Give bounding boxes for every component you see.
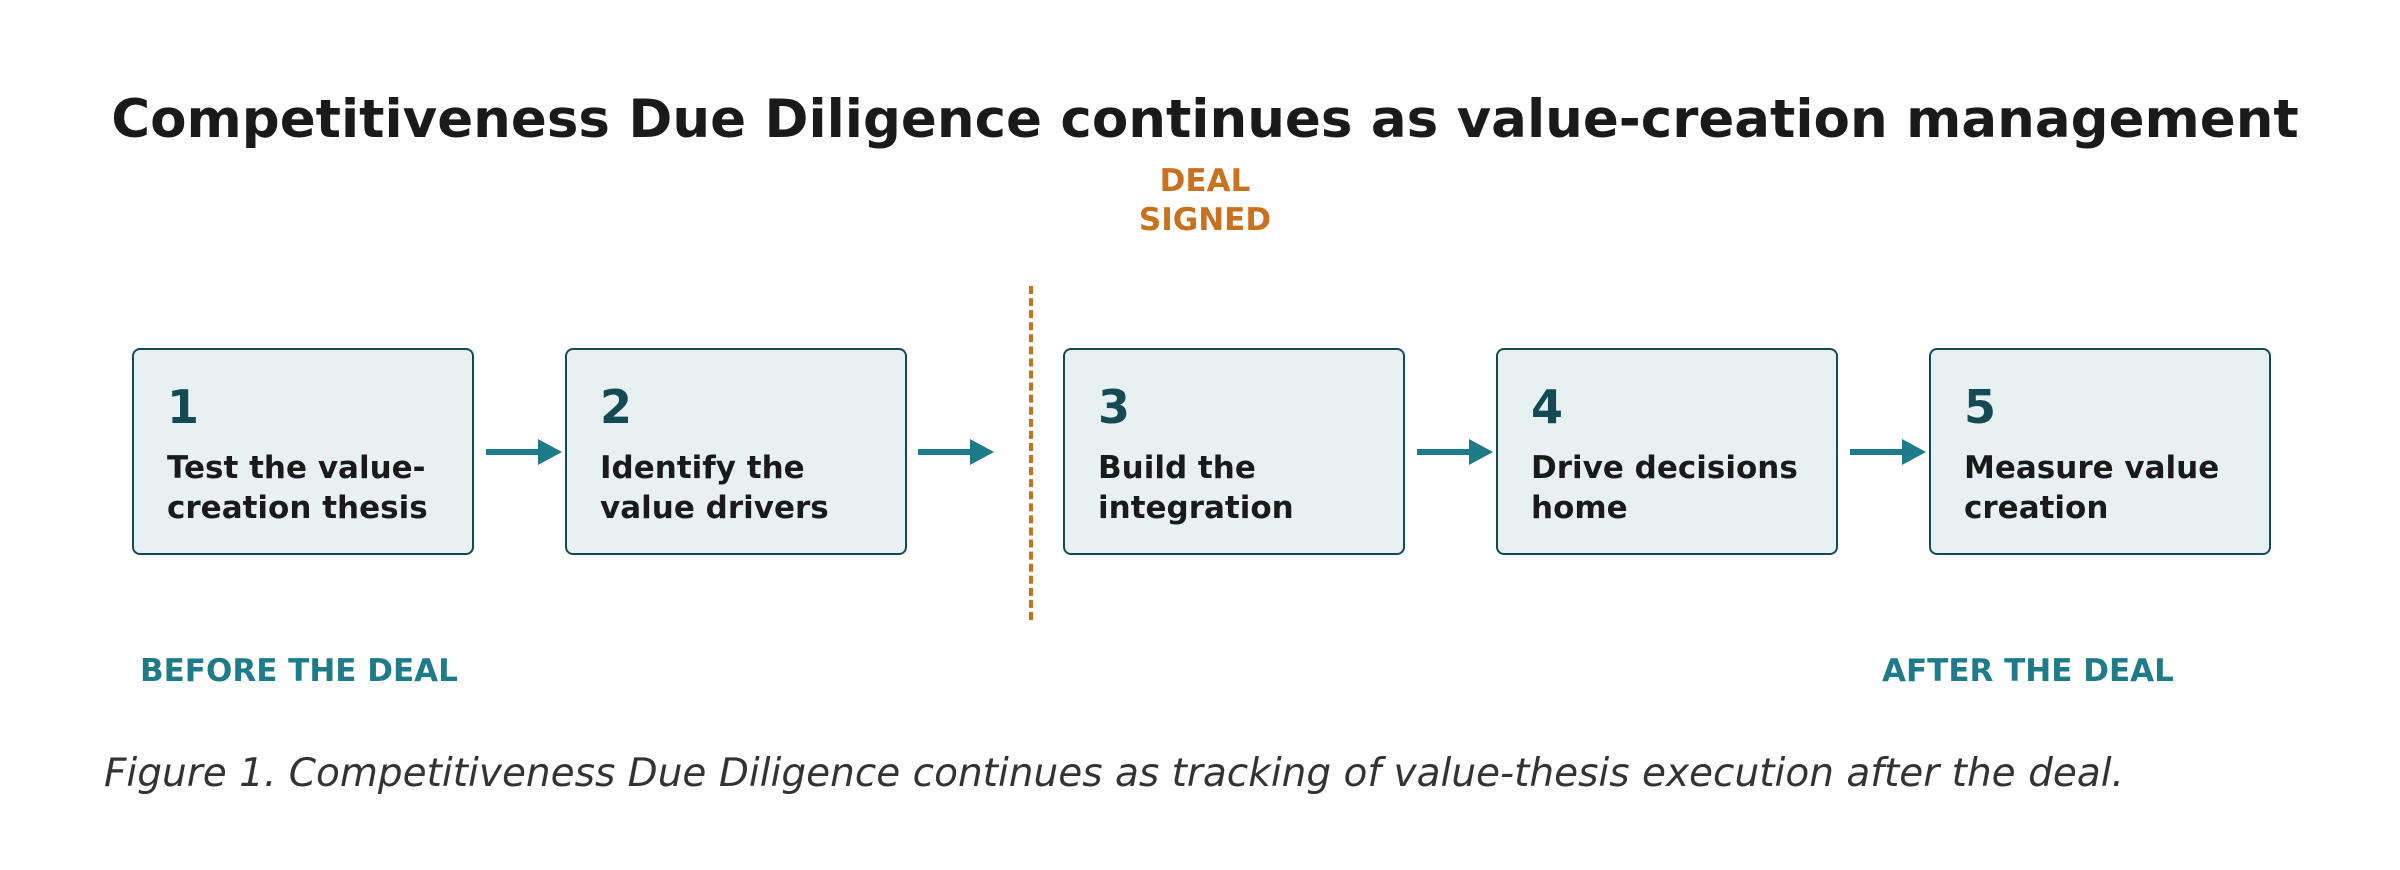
step-number: 1 xyxy=(167,380,200,434)
deal-divider-line xyxy=(1029,286,1033,620)
arrow-right-icon xyxy=(1850,439,1926,465)
step-label: Identify the value drivers xyxy=(600,450,829,526)
step-number: 5 xyxy=(1964,380,1997,434)
step-box-2: 2 Identify the value drivers xyxy=(565,348,907,555)
step-number: 2 xyxy=(600,380,633,434)
arrow-right-icon xyxy=(918,439,994,465)
step-number: 4 xyxy=(1531,380,1564,434)
step-label: Build the integration xyxy=(1098,450,1294,526)
step-label: Test the value- creation thesis xyxy=(167,450,428,526)
page-title: Competitiveness Due Diligence continues … xyxy=(111,89,2299,150)
figure-caption: Figure 1. Competitiveness Due Diligence … xyxy=(104,751,2124,796)
arrow-right-icon xyxy=(486,439,562,465)
step-box-1: 1 Test the value- creation thesis xyxy=(132,348,474,555)
arrow-right-icon xyxy=(1417,439,1493,465)
after-deal-label: AFTER THE DEAL xyxy=(1882,653,2174,689)
step-label: Measure value creation xyxy=(1964,450,2220,526)
before-deal-label: BEFORE THE DEAL xyxy=(140,653,458,689)
step-box-4: 4 Drive decisions home xyxy=(1496,348,1838,555)
step-label: Drive decisions home xyxy=(1531,450,1798,526)
deal-signed-label: DEAL SIGNED xyxy=(1138,163,1272,238)
step-number: 3 xyxy=(1098,380,1131,434)
step-box-5: 5 Measure value creation xyxy=(1929,348,2271,555)
step-box-3: 3 Build the integration xyxy=(1063,348,1405,555)
